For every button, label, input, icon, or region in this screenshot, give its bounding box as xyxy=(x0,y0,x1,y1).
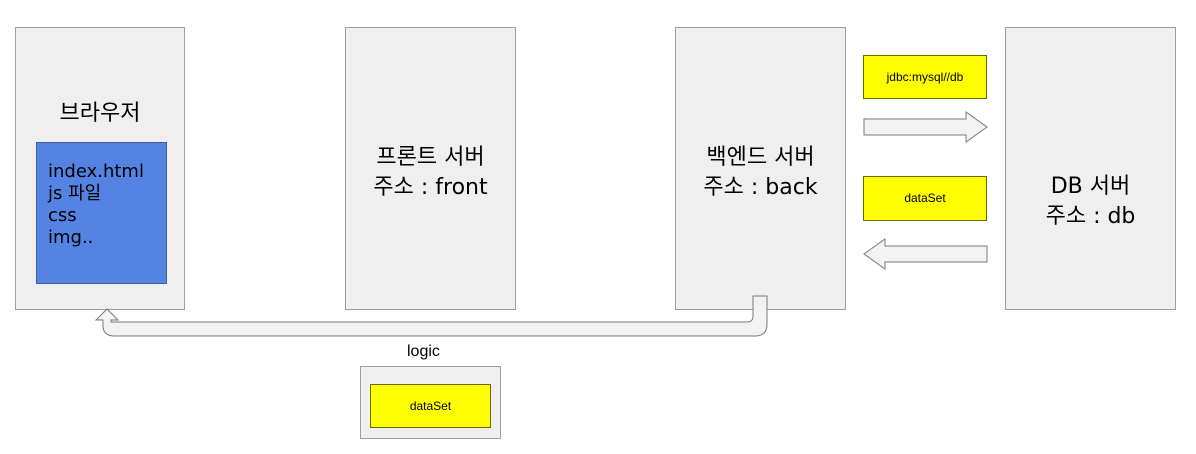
front-server-name: 프론트 서버 xyxy=(376,145,485,170)
return-arrow-icon xyxy=(94,295,768,337)
browser-files-box: index.html js 파일 css img.. xyxy=(36,142,167,284)
db-server-name: DB 서버 xyxy=(1050,174,1131,199)
backend-server-name: 백엔드 서버 xyxy=(706,145,815,170)
left-arrow-icon xyxy=(863,238,988,270)
jdbc-request-label: jdbc:mysql//db xyxy=(863,55,987,99)
logic-title: logic xyxy=(407,343,440,360)
file-item-img: img.. xyxy=(48,227,94,248)
backend-server-box: 백엔드 서버 주소 : back xyxy=(675,27,846,310)
browser-title: 브라우저 xyxy=(59,101,141,126)
front-server-label: 프론트 서버 주소 : front xyxy=(346,143,515,203)
front-server-address: 주소 : front xyxy=(373,175,488,200)
db-server-label: DB 서버 주소 : db xyxy=(1006,172,1175,232)
file-item-js: js 파일 xyxy=(48,183,102,204)
logic-dataset-label: dataSet xyxy=(370,384,491,428)
backend-server-label: 백엔드 서버 주소 : back xyxy=(676,143,845,203)
file-item-css: css xyxy=(48,205,77,226)
db-server-box: DB 서버 주소 : db xyxy=(1005,27,1176,310)
dataset-response-label: dataSet xyxy=(863,176,987,221)
backend-server-address: 주소 : back xyxy=(703,175,818,200)
front-server-box: 프론트 서버 주소 : front xyxy=(345,27,516,310)
db-server-address: 주소 : db xyxy=(1045,204,1136,229)
right-arrow-icon xyxy=(863,111,988,143)
file-item-html: index.html xyxy=(48,161,144,182)
